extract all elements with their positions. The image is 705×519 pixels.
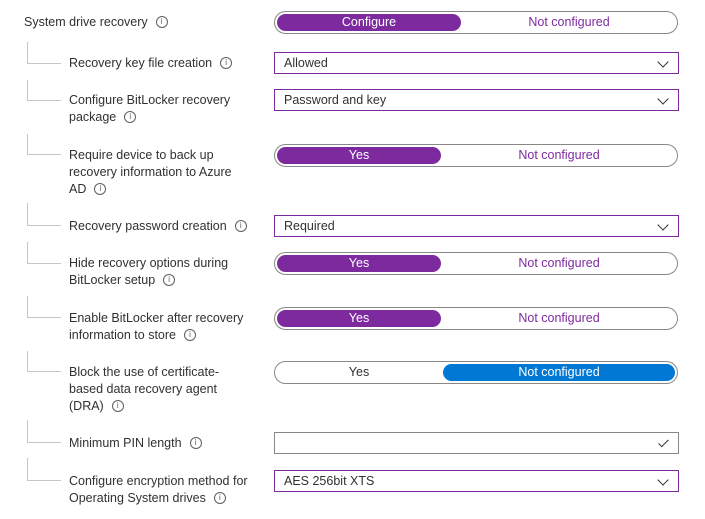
dropdown-value: Allowed — [284, 56, 328, 70]
tree-connector — [27, 154, 61, 155]
tree-connector — [27, 458, 28, 480]
tree-connector — [27, 225, 61, 226]
recovery-password-creation-dropdown[interactable]: Required — [274, 215, 679, 237]
tree-connector — [27, 242, 28, 263]
chevron-down-icon — [657, 474, 669, 486]
chevron-down-icon — [657, 93, 669, 105]
tree-connector — [27, 203, 28, 225]
tree-connector — [27, 442, 61, 443]
info-icon[interactable]: i — [184, 328, 196, 341]
enable-bitlocker-after-recovery-label: Enable BitLocker after recovery informat… — [69, 311, 244, 342]
toggle-option-not-configured[interactable]: Not configured — [518, 311, 600, 325]
toggle-option-yes[interactable]: Yes — [277, 255, 441, 272]
tree-connector — [27, 420, 28, 442]
require-backup-to-azure-ad-label: Require device to back up recovery infor… — [69, 148, 232, 196]
encryption-method-os-drives-dropdown[interactable]: AES 256bit XTS — [274, 470, 679, 492]
tree-connector — [27, 42, 28, 63]
info-icon[interactable]: i — [220, 56, 233, 69]
hide-recovery-options-label: Hide recovery options during BitLocker s… — [69, 256, 229, 287]
toggle-option-not-configured[interactable]: Not configured — [528, 15, 610, 29]
toggle-option-not-configured[interactable]: Not configured — [518, 148, 600, 162]
info-icon[interactable]: i — [163, 273, 176, 286]
info-icon[interactable]: i — [155, 15, 168, 28]
tree-connector — [27, 317, 61, 318]
tree-connector — [27, 480, 61, 481]
tree-connector — [27, 351, 28, 371]
toggle-option-not-configured[interactable]: Not configured — [443, 364, 675, 381]
dropdown-value: AES 256bit XTS — [284, 474, 375, 488]
dropdown-value: Required — [284, 219, 335, 233]
toggle-option-yes[interactable]: Yes — [277, 310, 441, 327]
info-icon[interactable]: i — [234, 219, 247, 232]
info-icon[interactable]: i — [111, 399, 124, 412]
chevron-down-icon — [657, 56, 669, 68]
enable-bitlocker-after-recovery-toggle[interactable]: Yes Not configured — [274, 307, 678, 330]
toggle-option-configure[interactable]: Configure — [277, 14, 461, 31]
toggle-option-yes[interactable]: Yes — [348, 365, 370, 379]
toggle-option-yes[interactable]: Yes — [277, 147, 441, 164]
block-certificate-dra-label: Block the use of certificate- based data… — [69, 365, 220, 413]
configure-bitlocker-recovery-package-dropdown[interactable]: Password and key — [274, 89, 679, 111]
tree-connector — [27, 371, 61, 372]
tree-connector — [27, 63, 61, 64]
tree-connector — [27, 296, 28, 317]
tree-connector — [27, 134, 28, 154]
encryption-method-os-drives-label: Configure encryption method for Operatin… — [69, 474, 248, 505]
require-backup-to-azure-ad-toggle[interactable]: Yes Not configured — [274, 144, 678, 167]
recovery-key-file-creation-dropdown[interactable]: Allowed — [274, 52, 679, 74]
info-icon[interactable]: i — [124, 110, 137, 123]
info-icon[interactable]: i — [94, 182, 107, 195]
dropdown-value: Password and key — [284, 93, 387, 107]
info-icon[interactable]: i — [213, 491, 226, 504]
tree-connector — [27, 263, 61, 264]
checkmark-icon — [658, 436, 669, 448]
tree-connector — [27, 100, 61, 101]
info-icon[interactable]: i — [189, 436, 202, 449]
tree-connector — [27, 80, 28, 100]
chevron-down-icon — [657, 219, 669, 231]
system-drive-recovery-toggle[interactable]: Configure Not configured — [274, 11, 678, 34]
block-certificate-dra-toggle[interactable]: Yes Not configured — [274, 361, 678, 384]
hide-recovery-options-toggle[interactable]: Yes Not configured — [274, 252, 678, 275]
toggle-option-not-configured[interactable]: Not configured — [518, 256, 600, 270]
minimum-pin-length-input[interactable] — [274, 432, 679, 454]
